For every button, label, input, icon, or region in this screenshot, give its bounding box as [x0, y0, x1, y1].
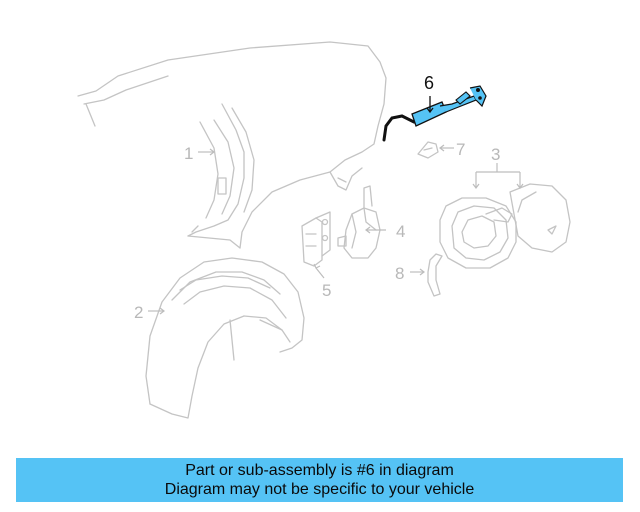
callout-3: 3 [491, 145, 500, 164]
quarter-panel [77, 41, 387, 249]
hinge-bracket [301, 211, 331, 267]
fuel-door-assembly [439, 183, 571, 269]
callout-7: 7 [456, 140, 465, 159]
callout-1: 1 [184, 144, 193, 163]
wheel-liner [145, 257, 305, 419]
parts-diagram: 1 2 3 4 5 6 7 8 [77, 41, 571, 419]
callout-2: 2 [134, 303, 143, 322]
callout-8: 8 [395, 264, 404, 283]
drain-hose [427, 253, 443, 297]
lock-actuator [337, 185, 381, 259]
grommet [417, 141, 439, 159]
leader-lines [148, 96, 524, 315]
banner-part-line: Part or sub-assembly is #6 in diagram [185, 462, 454, 479]
fuel-door-release-cable [382, 85, 487, 142]
callout-6: 6 [424, 73, 434, 93]
callout-4: 4 [396, 222, 405, 241]
banner-disclaimer-line: Diagram may not be specific to your vehi… [164, 481, 475, 498]
info-banner: Part or sub-assembly is #6 in diagram Di… [16, 458, 623, 502]
callout-5: 5 [322, 281, 331, 300]
